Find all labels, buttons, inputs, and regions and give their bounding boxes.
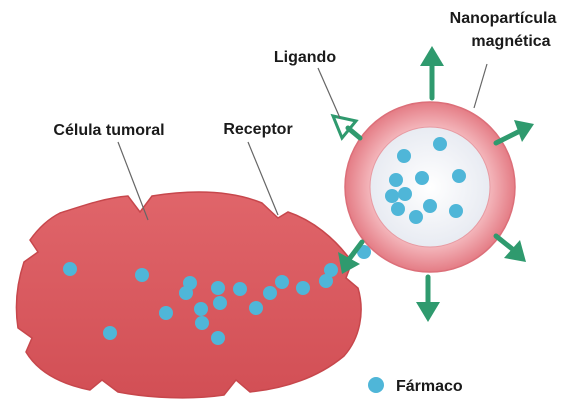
drug-legend-label: Fármaco xyxy=(396,378,463,395)
drug-dot xyxy=(409,210,423,224)
drug-dot xyxy=(249,301,263,315)
drug-dot xyxy=(397,149,411,163)
ligand-arrow-icon xyxy=(496,236,526,262)
drug-dot xyxy=(211,281,225,295)
drug-dot xyxy=(63,262,77,276)
tumor-cell-label: Célula tumoral xyxy=(53,122,164,139)
legend: Fármaco xyxy=(368,377,463,395)
drug-dot xyxy=(159,306,173,320)
leader-line-ligand xyxy=(318,68,340,118)
drug-dot xyxy=(213,296,227,310)
drug-dot xyxy=(423,199,437,213)
drug-dot xyxy=(179,286,193,300)
drug-dot-icon xyxy=(368,377,384,393)
drug-dot xyxy=(135,268,149,282)
drug-dot xyxy=(233,282,247,296)
drug-dot xyxy=(103,326,117,340)
ligand-arrow-icon xyxy=(416,277,440,322)
drug-dot xyxy=(211,331,225,345)
ligand-arrow-icon xyxy=(333,116,360,138)
ligand-arrow-icon xyxy=(338,242,362,274)
nanoparticle-label-line2: magnética xyxy=(471,33,550,50)
drug-dot xyxy=(449,204,463,218)
drug-dot xyxy=(263,286,277,300)
drug-dot xyxy=(389,173,403,187)
drug-dot xyxy=(398,187,412,201)
leader-line-nanoparticle xyxy=(474,64,487,108)
drug-dot xyxy=(275,275,289,289)
ligand-arrow-icon xyxy=(496,120,534,143)
receptor-label: Receptor xyxy=(223,121,292,138)
nanoparticle-label-line1: Nanopartícula xyxy=(450,10,557,27)
drug-dot xyxy=(452,169,466,183)
drug-dot xyxy=(194,302,208,316)
drug-dot xyxy=(415,171,429,185)
drug-dot xyxy=(385,189,399,203)
drug-dot xyxy=(391,202,405,216)
drug-dot xyxy=(296,281,310,295)
drug-dot xyxy=(324,263,338,277)
drug-dot xyxy=(195,316,209,330)
magnetic-nanoparticle xyxy=(345,102,515,272)
drug-dot xyxy=(433,137,447,151)
ligand-arrow-icon xyxy=(420,46,444,98)
ligand-label: Ligando xyxy=(274,49,336,66)
nanoparticle-core xyxy=(370,127,490,247)
